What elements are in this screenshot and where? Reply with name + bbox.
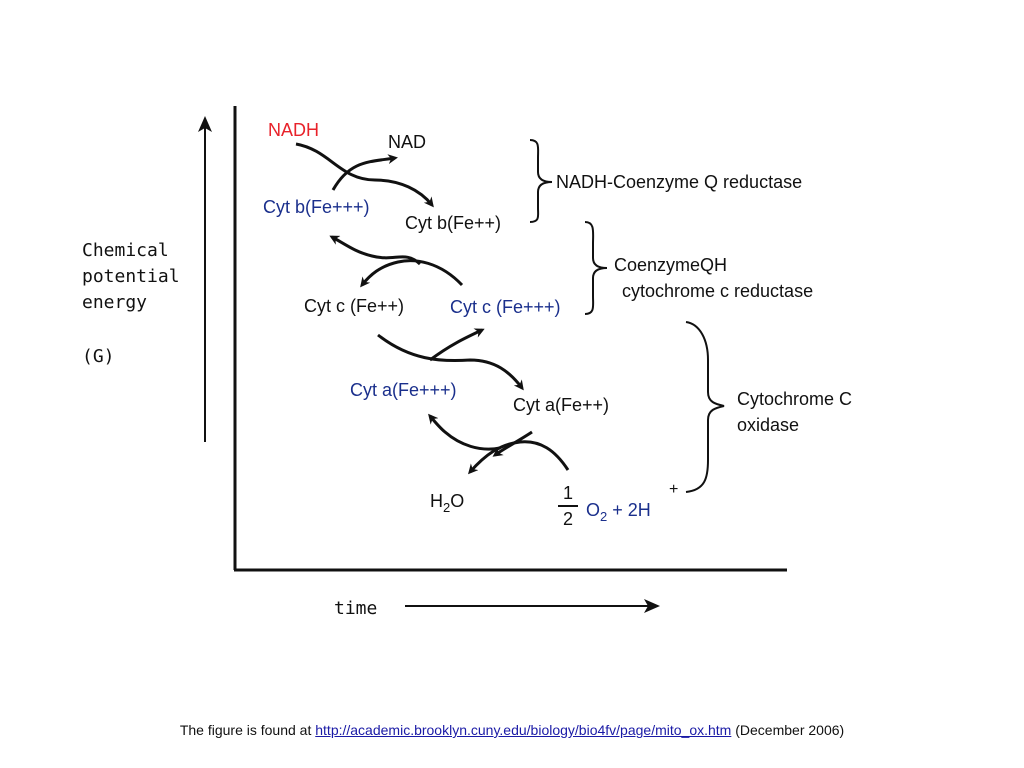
arrow-oxygen-reduction bbox=[468, 440, 570, 475]
label-water: H2O bbox=[430, 491, 465, 514]
label-cytc-oxidized: Cyt c (Fe+++) bbox=[450, 297, 561, 317]
brace-complex3 bbox=[584, 221, 608, 315]
arrow-cyta-electron-out bbox=[492, 430, 533, 457]
label-cytb-oxidized: Cyt b(Fe+++) bbox=[263, 197, 370, 217]
energy-axis-label-line2: potential bbox=[82, 266, 180, 287]
oxygen-fraction: 1 2 bbox=[558, 484, 578, 528]
water-o: O bbox=[450, 491, 465, 511]
label-complex1: NADH-Coenzyme Q reductase bbox=[556, 172, 803, 192]
water-h: H bbox=[430, 491, 443, 511]
source-caption: The figure is found at http://academic.b… bbox=[0, 722, 1024, 738]
arrow-cytb-reduction bbox=[295, 142, 434, 208]
arrow-nadh-to-nad bbox=[331, 154, 398, 191]
label-complex3-line1: CoenzymeQH bbox=[614, 255, 728, 275]
arrow-cytb-oxidation bbox=[329, 235, 422, 266]
fraction-bar bbox=[558, 505, 578, 507]
caption-prefix: The figure is found at bbox=[179, 722, 312, 738]
label-nadh: NADH bbox=[268, 120, 320, 140]
arrow-cytc-oxidation bbox=[429, 328, 485, 362]
oxygen-protons: + 2H bbox=[612, 500, 651, 520]
oxygen-o: O bbox=[586, 500, 601, 520]
label-complex4-line1: Cytochrome C bbox=[737, 389, 853, 409]
label-cyta-oxidized: Cyt a(Fe+++) bbox=[350, 380, 457, 400]
energy-axis-label-line3: energy bbox=[82, 292, 148, 313]
arrow-cytc-reduction bbox=[360, 259, 464, 288]
arrow-cyta-oxidation bbox=[428, 413, 501, 451]
energy-axis-label-line1: Chemical bbox=[82, 240, 169, 261]
energy-axis-label: Chemical potential energy bbox=[82, 238, 180, 316]
label-oxygen: O2 + 2H bbox=[586, 500, 651, 523]
source-link[interactable]: http://academic.brooklyn.cuny.edu/biolog… bbox=[315, 722, 732, 738]
energy-axis-symbol: (G) bbox=[82, 346, 115, 367]
label-complex4-line2: oxidase bbox=[737, 415, 800, 435]
fraction-numerator: 1 bbox=[562, 483, 573, 503]
time-axis-label: time bbox=[334, 598, 378, 619]
label-cytb-reduced: Cyt b(Fe++) bbox=[405, 213, 502, 233]
label-nad: NAD bbox=[388, 132, 427, 152]
arrow-cyta-reduction bbox=[377, 333, 524, 391]
proton-charge: + bbox=[669, 481, 679, 498]
label-cytc-reduced: Cyt c (Fe++) bbox=[304, 296, 405, 316]
label-complex3-line2: cytochrome c reductase bbox=[622, 281, 814, 301]
oxygen-subscript: 2 bbox=[600, 509, 608, 524]
caption-suffix: (December 2006) bbox=[735, 722, 845, 738]
label-cyta-reduced: Cyt a(Fe++) bbox=[513, 395, 610, 415]
fraction-denominator: 2 bbox=[562, 509, 573, 529]
brace-complex4 bbox=[685, 321, 725, 493]
brace-complex1 bbox=[529, 139, 553, 223]
water-subscript: 2 bbox=[443, 500, 451, 515]
